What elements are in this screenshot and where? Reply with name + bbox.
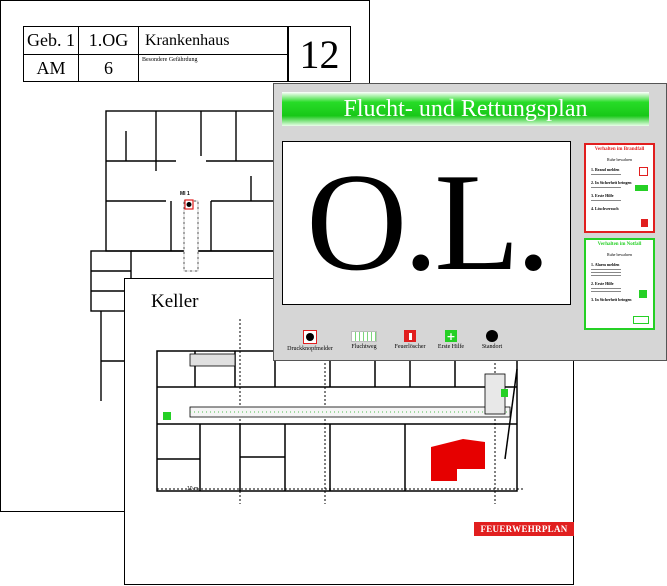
floor-title: Keller bbox=[151, 291, 199, 312]
placeholder-text: O.L. bbox=[306, 145, 551, 300]
legend-label: Standort bbox=[481, 344, 503, 350]
legend-label: Fluchtweg bbox=[351, 344, 377, 350]
hazard-note: Besondere Gefährdung bbox=[139, 55, 288, 81]
escape-route-icon bbox=[351, 330, 377, 342]
floor-cell: 1.OG bbox=[79, 27, 139, 55]
index-cell: 6 bbox=[79, 55, 139, 81]
fire-box-title: Verhalten im Brandfall bbox=[594, 147, 645, 152]
legend-escape-route: Fluchtweg bbox=[334, 330, 394, 350]
facility-cell: Krankenhaus bbox=[139, 27, 288, 55]
alarm-button-icon bbox=[306, 333, 314, 341]
emergency-step: 1. Alarm melden bbox=[591, 262, 620, 267]
emergency-step: 3. In Sicherheit bringen bbox=[591, 297, 632, 302]
fire-behavior-box: Verhalten im Brandfall Ruhe bewahren 1. … bbox=[584, 143, 655, 233]
exit-sign-icon bbox=[633, 316, 649, 324]
emergency-behavior-box: Verhalten im Notfall Ruhe bewahren 1. Al… bbox=[584, 238, 655, 330]
fire-plan-stamp: FEUERWEHRPLAN bbox=[474, 522, 574, 536]
legend-label: Feuerlöscher bbox=[394, 344, 426, 350]
exit-sign-icon bbox=[635, 185, 648, 191]
scale-label: 10 m bbox=[187, 486, 198, 492]
fire-box-subtitle: Ruhe bewahren bbox=[607, 157, 632, 162]
legend-label: Druckknopfmelder bbox=[287, 346, 333, 352]
emergency-box-title: Verhalten im Notfall bbox=[597, 242, 642, 247]
fire-extinguisher-icon bbox=[641, 219, 648, 227]
building-cell: Geb. 1 bbox=[24, 27, 79, 55]
fire-step: 1. Brand melden bbox=[591, 167, 620, 172]
room-label: MI 1 bbox=[180, 191, 190, 197]
legend-alarm-button: Druckknopfmelder bbox=[280, 330, 340, 352]
alarm-button-icon bbox=[639, 167, 648, 176]
code-cell: AM bbox=[24, 55, 79, 81]
location-icon bbox=[486, 330, 498, 342]
legend-first-aid: + Erste Hilfe bbox=[421, 329, 481, 351]
first-aid-icon: + bbox=[446, 329, 456, 343]
sheet-number: 12 bbox=[288, 27, 350, 81]
title-block: Geb. 1 1.OG Krankenhaus 12 AM 6 Besonder… bbox=[23, 26, 351, 82]
escape-plan-sheet: Flucht- und Rettungsplan O.L. Verhalten … bbox=[273, 83, 667, 361]
emergency-box-subtitle: Ruhe bewahren bbox=[607, 252, 632, 257]
legend-fire-extinguisher: Feuerlöscher bbox=[380, 330, 440, 350]
fire-step: 4. Löschversuch bbox=[591, 206, 619, 211]
fire-step: 2. In Sicherheit bringen bbox=[591, 180, 632, 185]
first-aid-icon bbox=[639, 290, 647, 298]
emergency-step: 2. Erste Hilfe bbox=[591, 281, 614, 286]
legend-location: Standort bbox=[462, 330, 522, 350]
placeholder-canvas: O.L. bbox=[282, 141, 571, 305]
fire-extinguisher-icon bbox=[408, 332, 412, 340]
plan-banner: Flucht- und Rettungsplan bbox=[282, 92, 649, 126]
upper-floor-plan: MI 1 bbox=[90, 110, 277, 401]
legend-label: Erste Hilfe bbox=[437, 344, 465, 350]
fire-step: 3. Erste Hilfe bbox=[591, 193, 614, 198]
